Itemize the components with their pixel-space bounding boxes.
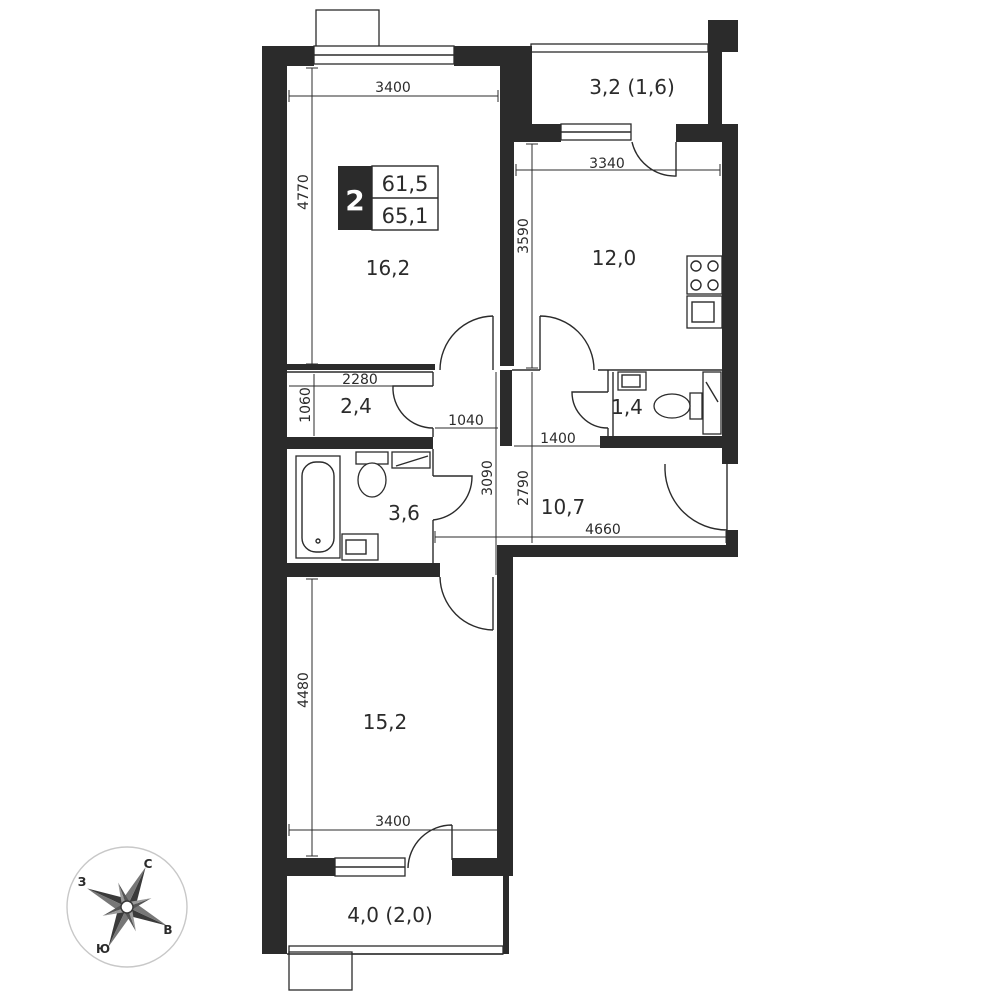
bathroom-toilet-icon	[355, 451, 389, 498]
dim-wc-width: 1400	[540, 431, 576, 447]
compass: С З В Ю	[66, 846, 188, 968]
area-bedroom-top: 16,2	[366, 256, 411, 280]
area-wc: 1,4	[611, 395, 643, 419]
dim-bedroom-bottom-width: 3400	[375, 814, 411, 830]
bathtub-icon	[295, 455, 341, 559]
dim-hall-depth: 2790	[516, 470, 532, 506]
compass-north: С	[144, 857, 153, 871]
area-storage: 2,4	[340, 394, 372, 418]
compass-west: З	[78, 875, 87, 889]
dim-corridor-length: 3090	[480, 460, 496, 496]
dim-bedroom-top-depth: 4770	[296, 174, 312, 210]
dim-storage-depth: 1060	[298, 387, 314, 423]
dim-hall-width: 4660	[585, 522, 621, 538]
area-bedroom-bottom: 15,2	[363, 710, 408, 734]
window-balcony-top	[530, 43, 709, 53]
window-bay-top	[315, 9, 380, 49]
partitions	[287, 369, 722, 955]
bathroom-sink-icon	[341, 533, 379, 561]
room-labels: 16,2 3,2 (1,6) 12,0 2,4 1,4 3,6 10,7 15,…	[340, 75, 675, 927]
toilet-icon	[653, 392, 703, 420]
badge-living-area: 61,5	[382, 172, 429, 196]
compass-rose-icon	[87, 867, 167, 947]
compass-south: Ю	[96, 942, 110, 956]
fixtures	[295, 255, 723, 561]
walls	[262, 20, 738, 954]
dim-storage-width: 2280	[342, 372, 378, 388]
compass-east: В	[163, 923, 172, 937]
doors	[392, 141, 728, 869]
area-hall: 10,7	[541, 495, 586, 519]
area-badge: 2 61,5 65,1	[338, 165, 439, 231]
dim-kitchen-width: 3340	[589, 156, 625, 172]
window-bay-bottom	[288, 951, 353, 991]
cabinet-icon	[702, 371, 722, 435]
badge-total-area: 65,1	[382, 204, 429, 228]
dim-bedroom-top-width: 3400	[375, 80, 411, 96]
area-balcony-top: 3,2 (1,6)	[589, 75, 675, 99]
wc-sink-icon	[617, 371, 647, 391]
badge-room-count-box	[338, 166, 372, 230]
area-kitchen: 12,0	[592, 246, 637, 270]
area-balcony-bottom: 4,0 (2,0)	[347, 903, 433, 927]
area-bathroom: 3,6	[388, 501, 420, 525]
badge-room-count: 2	[345, 184, 364, 217]
windows	[288, 9, 709, 991]
dimension-lines	[288, 67, 727, 857]
dim-bedroom-bottom-depth: 4480	[296, 672, 312, 708]
dim-corridor-width: 1040	[448, 413, 484, 429]
dimension-labels: 3400 4770 3340 3590 2280 1060 1040 3090 …	[296, 80, 625, 830]
dim-kitchen-depth: 3590	[516, 218, 532, 254]
